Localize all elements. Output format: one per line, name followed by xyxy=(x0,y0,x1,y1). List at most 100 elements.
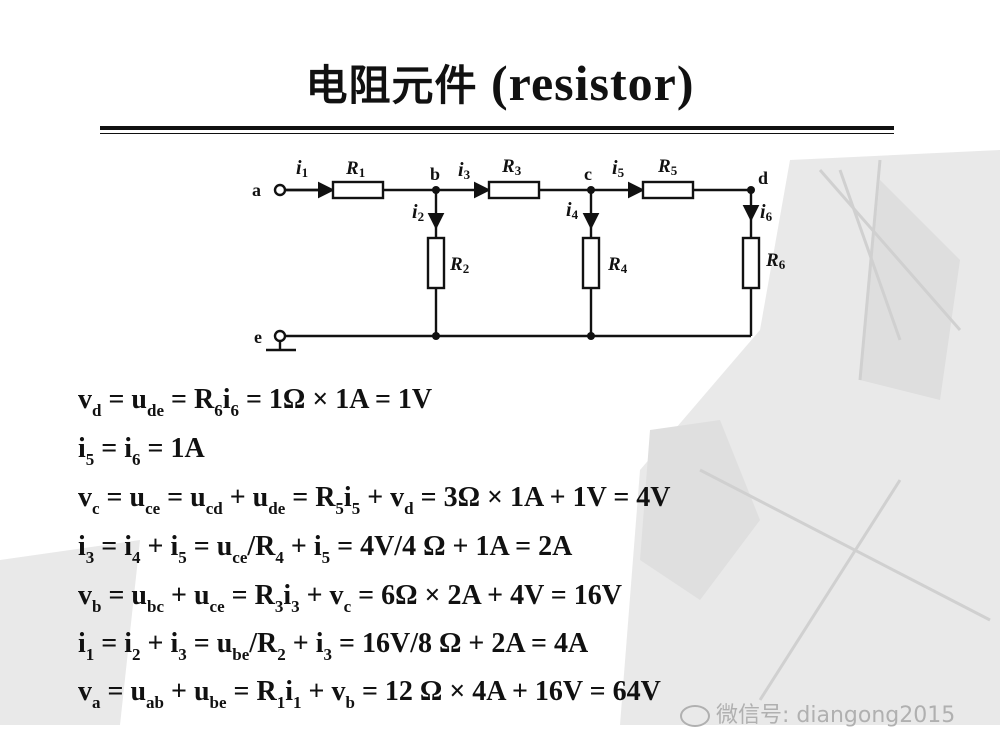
equation-text: = u xyxy=(99,482,146,513)
equation-subscript: 3 xyxy=(323,645,333,664)
equation-text: i xyxy=(78,531,86,562)
node-label-b: b xyxy=(430,164,440,184)
equation-text: = R xyxy=(164,384,215,415)
equation-subscript: c xyxy=(343,597,352,616)
label-i6: i6 xyxy=(760,201,773,224)
label-i4: i4 xyxy=(566,199,579,222)
equation-text: v xyxy=(78,482,92,513)
watermark-text: 微信号: diangong2015 xyxy=(716,703,956,728)
terminal-e xyxy=(273,329,287,343)
equation-text: = i xyxy=(94,433,133,464)
page-title: 电阻元件 (resistor) xyxy=(0,52,1000,113)
equation-subscript: de xyxy=(268,499,286,518)
title-chinese: 电阻元件 xyxy=(305,61,478,110)
equation-subscript: 5 xyxy=(85,450,95,469)
equation-subscript: 3 xyxy=(178,645,187,664)
equation-subscript: 3 xyxy=(274,597,284,616)
label-r2: R2 xyxy=(449,254,469,276)
junction-b xyxy=(432,186,440,194)
equation-line-2: i5 = i6 = 1A xyxy=(78,433,205,469)
equation-subscript: 6 xyxy=(132,450,141,469)
equation-line-5: vb = ubc + uce = R3i3 + vc = 6Ω × 2A + 4… xyxy=(78,580,622,616)
equation-subscript: 2 xyxy=(277,645,286,664)
equation-text: /R xyxy=(247,531,276,562)
equation-subscript: 4 xyxy=(275,548,284,567)
resistor-r5 xyxy=(641,180,695,200)
resistor-r4 xyxy=(581,236,601,290)
equation-text: i xyxy=(343,482,352,513)
title-rule-thin xyxy=(100,133,894,134)
equation-text: v xyxy=(78,676,92,707)
label-r4: R4 xyxy=(607,254,628,276)
equation-text: + i xyxy=(283,531,322,562)
equation-subscript: be xyxy=(232,645,250,664)
equation-subscript: bc xyxy=(147,597,164,616)
equation-text: + u xyxy=(222,482,269,513)
node-label-e: e xyxy=(254,327,262,347)
resistor-r2 xyxy=(426,236,446,290)
terminal-a xyxy=(273,183,287,197)
equation-text: = 12 Ω × 4A + 16V = 64V xyxy=(354,676,661,707)
equation-text: + v xyxy=(301,676,346,707)
equation-text: i xyxy=(78,433,86,464)
node-label-c: c xyxy=(584,164,592,184)
equation-text: = 1A xyxy=(140,433,205,464)
equation-text: = 16V/8 Ω + 2A = 4A xyxy=(332,628,589,659)
node-label-a: a xyxy=(252,180,261,200)
equation-text: = 4V/4 Ω + 1A = 2A xyxy=(330,531,573,562)
equation-text: = u xyxy=(186,628,233,659)
label-r1: R1 xyxy=(345,158,365,180)
equation-text: i xyxy=(222,384,231,415)
equation-subscript: 4 xyxy=(132,548,141,567)
label-i2: i2 xyxy=(412,201,424,224)
equation-text: = u xyxy=(101,384,147,415)
equation-text: v xyxy=(78,384,92,415)
equation-subscript: 3 xyxy=(291,597,300,616)
label-r5: R5 xyxy=(657,156,678,178)
equation-text: = u xyxy=(186,531,233,562)
junction-e-b xyxy=(432,332,440,340)
equation-subscript: de xyxy=(147,401,164,420)
equation-subscript: 1 xyxy=(293,693,302,712)
equation-subscript: 1 xyxy=(276,693,286,712)
equation-subscript: ab xyxy=(146,693,164,712)
equation-text: + v xyxy=(360,482,405,513)
equation-text: v xyxy=(78,580,92,611)
equation-subscript: 3 xyxy=(85,548,95,567)
equation-subscript: 1 xyxy=(85,645,95,664)
label-i5: i5 xyxy=(612,157,625,180)
equation-subscript: a xyxy=(92,693,101,712)
equation-line-7: va = uab + ube = R1i1 + vb = 12 Ω × 4A +… xyxy=(78,676,661,712)
resistor-r6 xyxy=(741,236,761,290)
label-r6: R6 xyxy=(765,250,786,272)
equation-subscript: b xyxy=(345,693,355,712)
watermark: 微信号: diangong2015 xyxy=(680,697,955,729)
equation-text: + i xyxy=(285,628,324,659)
junction-c xyxy=(587,186,595,194)
equation-text: = R xyxy=(224,580,275,611)
equation-subscript: 6 xyxy=(214,401,223,420)
equation-text: + i xyxy=(140,628,179,659)
resistor-r3 xyxy=(487,180,541,200)
equation-subscript: 5 xyxy=(321,548,331,567)
equation-text: /R xyxy=(249,628,278,659)
equation-text: = 1Ω × 1A = 1V xyxy=(238,384,433,415)
equation-text: = R xyxy=(226,676,277,707)
junction-e-c xyxy=(587,332,595,340)
equation-text: + u xyxy=(164,580,210,611)
equation-text: = i xyxy=(94,628,133,659)
equation-subscript: c xyxy=(92,499,100,518)
equation-text: i xyxy=(78,628,86,659)
junction-d xyxy=(747,186,755,194)
equation-subscript: ce xyxy=(145,499,161,518)
equation-text: i xyxy=(283,580,292,611)
equation-subscript: d xyxy=(404,499,414,518)
label-r3: R3 xyxy=(501,156,522,178)
equation-subscript: 5 xyxy=(335,499,344,518)
equation-text: = 3Ω × 1A + 1V = 4V xyxy=(413,482,671,513)
equation-text: + u xyxy=(164,676,210,707)
resistor-r1 xyxy=(331,180,385,200)
equation-subscript: b xyxy=(92,597,102,616)
wechat-icon xyxy=(680,705,710,727)
